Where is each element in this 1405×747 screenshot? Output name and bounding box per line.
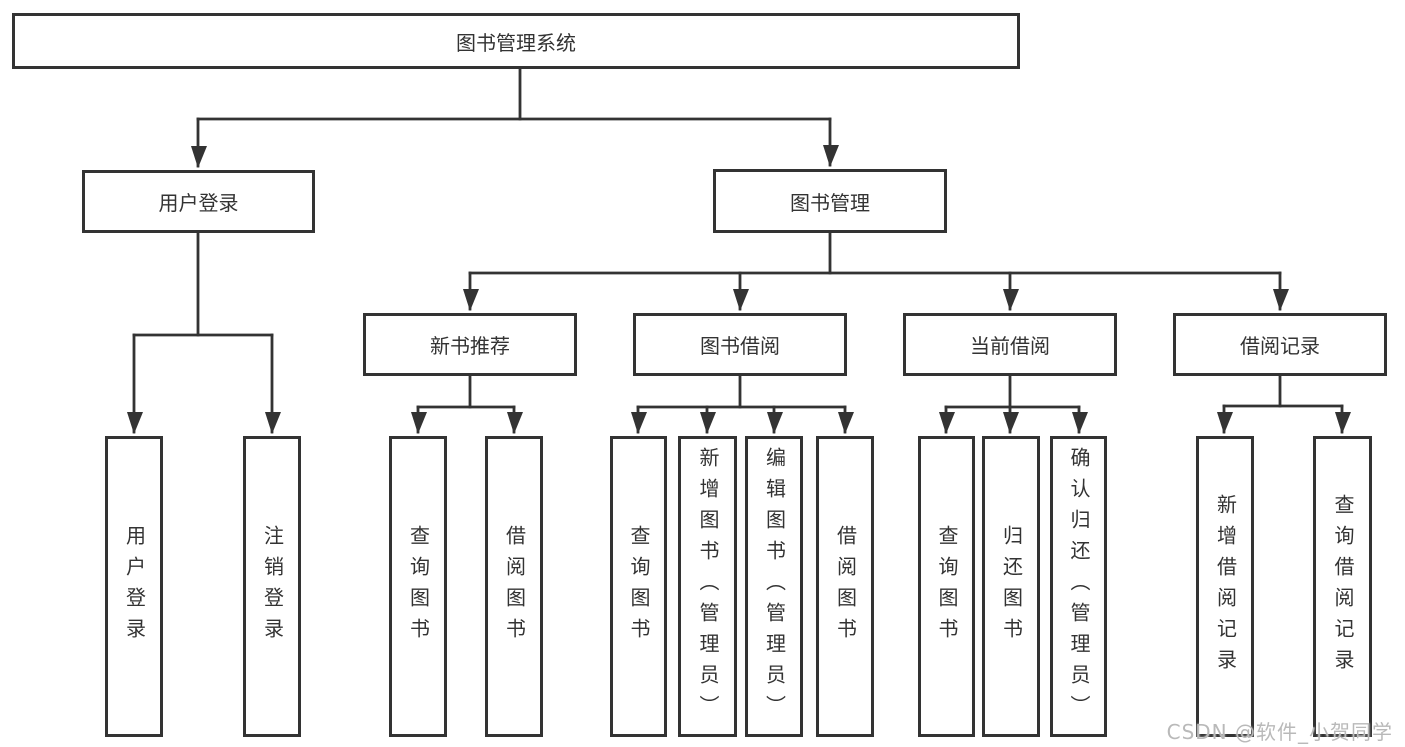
leaf-recommend-borrow-books-label: 借阅图书 <box>502 524 527 649</box>
leaf-query-borrow-record: 查询借阅记录 <box>1313 436 1372 737</box>
node-current-borrow: 当前借阅 <box>903 313 1117 376</box>
leaf-user-login-label: 用户登录 <box>122 524 147 649</box>
leaf-current-query-books: 查询图书 <box>918 436 975 737</box>
leaf-borrow-query-books-label: 查询图书 <box>627 524 651 649</box>
csdn-watermark: CSDN @软件_小贺同学 <box>1166 720 1393 744</box>
node-book-borrow-label: 图书借阅 <box>700 334 780 358</box>
leaf-query-borrow-record-label: 查询借阅记录 <box>1331 493 1355 680</box>
node-borrow-records-label: 借阅记录 <box>1240 334 1320 358</box>
leaf-add-borrow-record: 新增借阅记录 <box>1196 436 1254 737</box>
node-user-login-label: 用户登录 <box>158 191 239 215</box>
leaf-logout: 注销登录 <box>243 436 301 737</box>
node-root: 图书管理系统 <box>12 13 1020 69</box>
node-borrow-records: 借阅记录 <box>1173 313 1387 376</box>
node-new-book-recommend: 新书推荐 <box>363 313 577 376</box>
node-root-label: 图书管理系统 <box>456 30 576 55</box>
leaf-edit-books-admin: 编辑图书（管理员） <box>745 436 803 737</box>
leaf-add-books-admin-label: 新增图书（管理员） <box>696 447 720 726</box>
node-new-book-recommend-label: 新书推荐 <box>430 334 510 358</box>
node-book-management: 图书管理 <box>713 169 947 233</box>
leaf-return-books-label: 归还图书 <box>999 524 1024 649</box>
leaf-add-borrow-record-label: 新增借阅记录 <box>1213 493 1238 680</box>
leaf-confirm-return-admin: 确认归还（管理员） <box>1050 436 1107 737</box>
leaf-return-books: 归还图书 <box>982 436 1040 737</box>
leaf-recommend-query-books: 查询图书 <box>389 436 447 737</box>
leaf-current-query-books-label: 查询图书 <box>935 524 959 649</box>
leaf-borrow-query-books: 查询图书 <box>610 436 667 737</box>
leaf-edit-books-admin-label: 编辑图书（管理员） <box>762 447 787 726</box>
leaf-logout-label: 注销登录 <box>260 524 285 649</box>
leaf-recommend-query-books-label: 查询图书 <box>406 524 431 649</box>
node-user-login: 用户登录 <box>82 170 315 233</box>
leaf-user-login: 用户登录 <box>105 436 163 737</box>
leaf-borrow-books-label: 借阅图书 <box>833 524 858 649</box>
node-current-borrow-label: 当前借阅 <box>970 334 1050 358</box>
node-book-borrow: 图书借阅 <box>633 313 847 376</box>
leaf-recommend-borrow-books: 借阅图书 <box>485 436 543 737</box>
node-book-management-label: 图书管理 <box>790 190 870 215</box>
leaf-add-books-admin: 新增图书（管理员） <box>678 436 737 737</box>
leaf-borrow-books: 借阅图书 <box>816 436 874 737</box>
leaf-confirm-return-admin-label: 确认归还（管理员） <box>1067 447 1091 726</box>
